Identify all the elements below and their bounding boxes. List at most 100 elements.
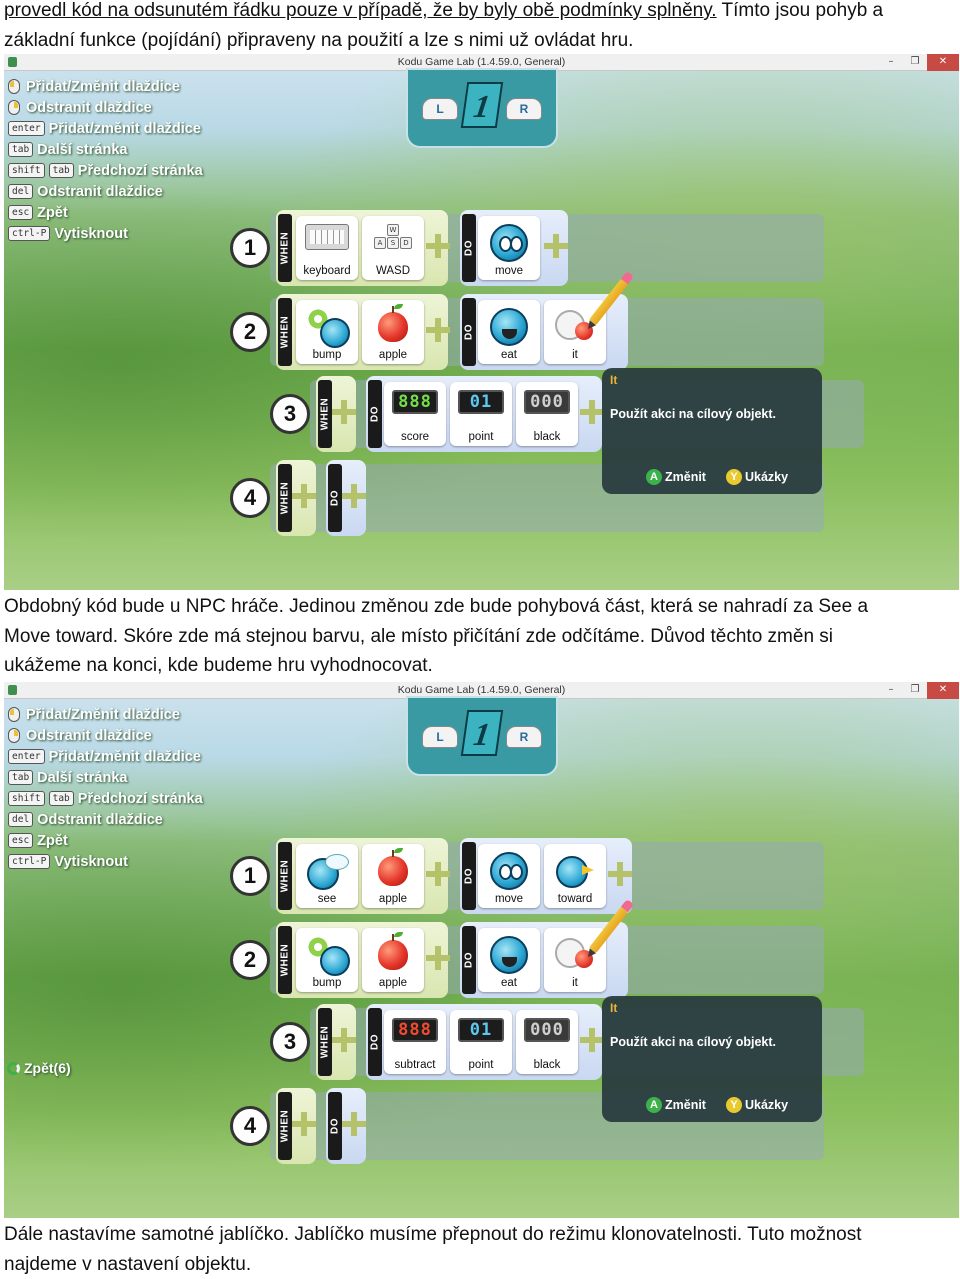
tile-apple[interactable]: apple — [362, 928, 424, 992]
tile-apple[interactable]: apple — [362, 300, 424, 364]
it-icon — [555, 936, 595, 972]
next-page-button[interactable]: R — [506, 726, 542, 748]
add-when-plus-icon[interactable] — [332, 400, 356, 424]
rule-row: 1 WHEN keyboard W A S D WASD DO — [230, 210, 824, 286]
kodu-screenshot-1: Kodu Game Lab (1.4.59.0, General) – ❐ ✕ … — [4, 54, 959, 590]
tile-point[interactable]: 01 point — [450, 382, 512, 446]
tile-black[interactable]: 000 black — [516, 1010, 578, 1074]
when-block[interactable]: WHEN — [276, 460, 316, 536]
rule-number[interactable]: 3 — [270, 394, 310, 434]
close-button[interactable]: ✕ — [927, 54, 959, 71]
help-label: Odstranit dlaždice — [37, 183, 163, 200]
when-block[interactable]: WHEN — [316, 376, 356, 452]
tile-apple[interactable]: apple — [362, 844, 424, 908]
add-do-plus-icon[interactable] — [580, 1028, 604, 1052]
back-hint[interactable]: Zpět(6) — [7, 1060, 71, 1076]
tab-key-icon: tab — [8, 770, 34, 785]
minimize-button[interactable]: – — [888, 56, 894, 67]
window-controls: – ❐ ✕ — [879, 682, 959, 699]
tile-wasd[interactable]: W A S D WASD — [362, 216, 424, 280]
help-label: Přidat/Změnit dlaždice — [26, 706, 180, 723]
when-block[interactable]: WHEN bump apple — [276, 294, 450, 370]
add-when-plus-icon[interactable] — [292, 484, 316, 508]
when-block[interactable]: WHEN see apple — [276, 838, 450, 914]
rule-number[interactable]: 4 — [230, 1106, 270, 1146]
wasd-keys-icon: W A S D — [373, 224, 413, 252]
tile-subtract[interactable]: 888 subtract — [384, 1010, 446, 1074]
add-when-plus-icon[interactable] — [426, 318, 450, 342]
app-icon — [8, 57, 17, 67]
window-title: Kodu Game Lab (1.4.59.0, General) — [397, 684, 566, 696]
minimize-button[interactable]: – — [888, 684, 894, 695]
when-block[interactable]: WHEN — [316, 1004, 356, 1080]
when-block[interactable]: WHEN — [276, 1088, 316, 1164]
tile-bump[interactable]: bump — [296, 300, 358, 364]
help-label: Odstranit dlaždice — [26, 99, 152, 116]
bump-icon — [307, 936, 350, 976]
help-label: Přidat/změnit dlaždice — [48, 120, 201, 137]
add-do-plus-icon[interactable] — [580, 400, 604, 424]
tile-score[interactable]: 888 score — [384, 382, 446, 446]
tile-label: move — [494, 893, 524, 905]
rule-number[interactable]: 2 — [230, 312, 270, 352]
paragraph-text: Obdobný kód bude u NPC hráče. Jedinou zm… — [4, 596, 869, 617]
maximize-button[interactable]: ❐ — [910, 684, 920, 695]
ctrl-p-key-icon: ctrl-P — [8, 854, 51, 869]
tile-eat[interactable]: eat — [478, 300, 540, 364]
tile-point[interactable]: 01 point — [450, 1010, 512, 1074]
tile-move[interactable]: move — [478, 216, 540, 280]
do-block[interactable]: DO — [326, 1088, 366, 1164]
apple-icon — [378, 932, 408, 970]
prev-page-button[interactable]: L — [422, 98, 458, 120]
tile-keyboard[interactable]: keyboard — [296, 216, 358, 280]
do-block[interactable]: DO move toward — [460, 838, 632, 914]
page-selector: L 1 R — [406, 68, 558, 148]
when-block[interactable]: WHEN keyboard W A S D WASD — [276, 210, 450, 286]
toward-icon — [554, 852, 596, 888]
tile-see[interactable]: see — [296, 844, 358, 908]
tile-eat[interactable]: eat — [478, 928, 540, 992]
add-when-plus-icon[interactable] — [426, 862, 450, 886]
do-block[interactable]: DO move — [460, 210, 568, 286]
when-block[interactable]: WHEN bump apple — [276, 922, 450, 998]
do-block[interactable]: DO 888 score 01 point 000 black — [366, 376, 604, 452]
rule-number[interactable]: 2 — [230, 940, 270, 980]
underlined-text: provedl kód na odsunutém řádku pouze v p… — [4, 0, 717, 21]
change-button[interactable]: Změnit — [665, 470, 706, 484]
do-label: DO — [368, 380, 382, 448]
add-when-plus-icon[interactable] — [426, 234, 450, 258]
add-do-plus-icon[interactable] — [544, 234, 568, 258]
add-when-plus-icon[interactable] — [332, 1028, 356, 1052]
do-block[interactable]: DO 888 subtract 01 point 000 black — [366, 1004, 604, 1080]
prev-page-button[interactable]: L — [422, 726, 458, 748]
help-overlay: Přidat/Změnit dlaždice Odstranit dlaždic… — [8, 704, 248, 872]
change-button[interactable]: Změnit — [665, 1098, 706, 1112]
add-when-plus-icon[interactable] — [426, 946, 450, 970]
rule-number[interactable]: 1 — [230, 856, 270, 896]
examples-button[interactable]: Ukázky — [744, 470, 789, 484]
rule-number[interactable]: 3 — [270, 1022, 310, 1062]
tile-bump[interactable]: bump — [296, 928, 358, 992]
mouse-left-icon — [8, 707, 20, 722]
paragraph-npc: Obdobný kód bude u NPC hráče. Jedinou zm… — [4, 592, 956, 681]
add-do-plus-icon[interactable] — [608, 862, 632, 886]
add-do-plus-icon[interactable] — [342, 484, 366, 508]
next-page-button[interactable]: R — [506, 98, 542, 120]
examples-button[interactable]: Ukázky — [744, 1098, 789, 1112]
add-do-plus-icon[interactable] — [342, 1112, 366, 1136]
help-row: Přidat/Změnit dlaždice — [8, 704, 248, 725]
do-block[interactable]: DO eat it — [460, 294, 628, 370]
rule-number[interactable]: 1 — [230, 228, 270, 268]
tile-black[interactable]: 000 black — [516, 382, 578, 446]
add-when-plus-icon[interactable] — [292, 1112, 316, 1136]
maximize-button[interactable]: ❐ — [910, 56, 920, 67]
tile-toward[interactable]: toward — [544, 844, 606, 908]
close-button[interactable]: ✕ — [927, 682, 959, 699]
tab-key-icon: tab — [48, 163, 74, 178]
tile-move[interactable]: move — [478, 844, 540, 908]
do-label: DO — [462, 298, 476, 366]
rule-number[interactable]: 4 — [230, 478, 270, 518]
do-block[interactable]: DO — [326, 460, 366, 536]
